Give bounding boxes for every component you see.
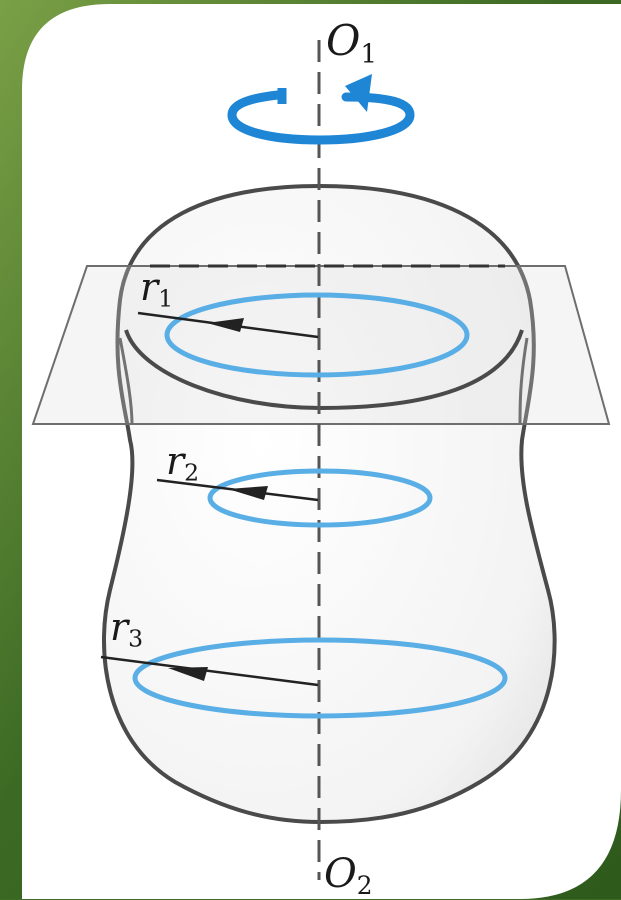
neck-right-edge bbox=[518, 337, 529, 426]
radius-vector-3 bbox=[100, 655, 319, 687]
radius-arrowhead-3 bbox=[168, 667, 208, 681]
radius-arrowhead-2 bbox=[228, 486, 268, 500]
radius-label-r2: r2 bbox=[166, 439, 200, 487]
trajectory-circle-3 bbox=[132, 637, 508, 719]
axis-label-o1: O1 bbox=[326, 16, 377, 70]
radius-label-r3: r3 bbox=[110, 605, 144, 653]
axis-label-o2: O2 bbox=[324, 851, 373, 900]
neck-left-edge bbox=[118, 337, 134, 426]
rotation-arrow bbox=[227, 74, 415, 145]
radius-label-r1: r1 bbox=[140, 265, 174, 313]
radius-arrowhead-1 bbox=[207, 318, 244, 332]
trajectory-circle-1 bbox=[164, 292, 470, 378]
cutting-plane bbox=[31, 265, 611, 425]
trajectory-circle-2 bbox=[207, 468, 433, 528]
